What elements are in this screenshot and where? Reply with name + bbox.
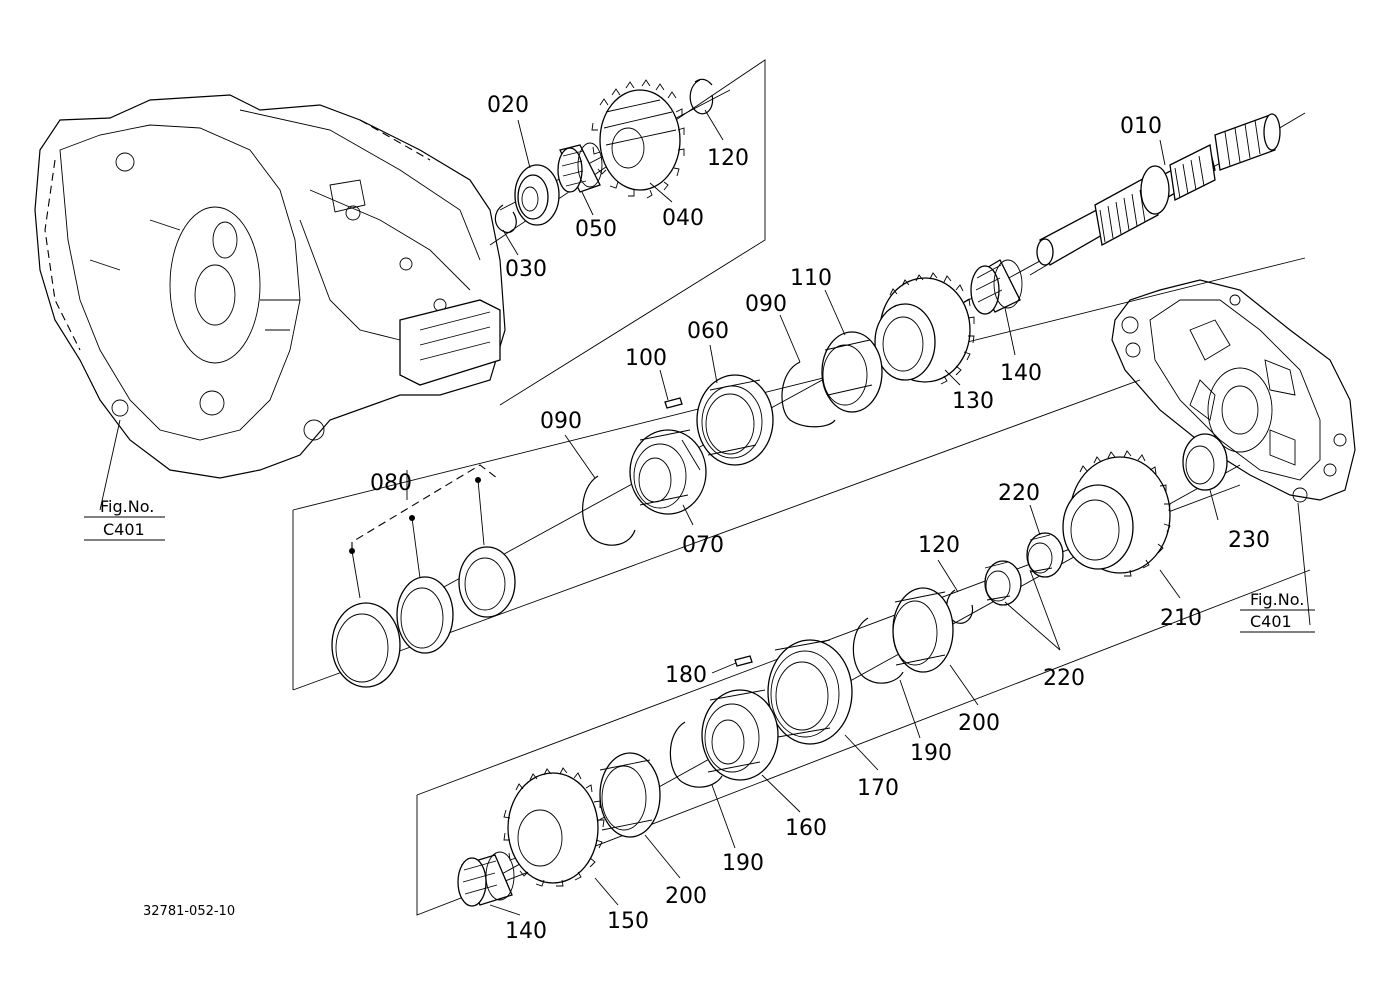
part-190-spring-lower <box>669 721 723 788</box>
part-030-circlip <box>494 204 517 234</box>
leader-lines <box>489 109 1219 916</box>
part-160-hub <box>701 689 779 781</box>
label-020: 020 <box>487 93 529 118</box>
part-100-key <box>664 397 683 409</box>
label-120-upper: 120 <box>707 146 749 171</box>
part-060-sleeve <box>696 374 774 466</box>
part-220-needle-bearing-b <box>984 560 1022 606</box>
label-220-upper: 220 <box>998 481 1040 506</box>
part-130-gear <box>874 272 975 385</box>
part-150-gear <box>503 767 605 887</box>
part-200-sync-ring-lower <box>599 752 661 838</box>
label-110: 110 <box>790 266 832 291</box>
label-130: 130 <box>952 389 994 414</box>
label-090-upper: 090 <box>745 292 787 317</box>
part-090-spring-lower <box>582 475 636 546</box>
label-060: 060 <box>687 319 729 344</box>
part-140-needle-bearing-lower <box>457 851 515 907</box>
label-120-lower: 120 <box>918 533 960 558</box>
label-160: 160 <box>785 816 827 841</box>
figure-ref-left: Fig.No. C401 <box>84 497 165 541</box>
label-140-upper: 140 <box>1000 361 1042 386</box>
label-030: 030 <box>505 257 547 282</box>
figure-ref-left-line1: Fig.No. <box>100 497 154 516</box>
part-110-sync-ring <box>821 331 883 413</box>
label-200-upper: 200 <box>958 711 1000 736</box>
label-230: 230 <box>1228 528 1270 553</box>
part-090-spring-upper <box>781 361 836 428</box>
drawing-code: 32781-052-10 <box>143 904 235 919</box>
part-080-sync-set <box>331 464 516 688</box>
label-040: 040 <box>662 206 704 231</box>
figure-ref-right-line2: C401 <box>1250 612 1292 631</box>
label-080: 080 <box>370 471 412 496</box>
label-010: 010 <box>1120 114 1162 139</box>
part-140-needle-bearing-upper <box>970 259 1023 315</box>
figure-ref-right: Fig.No. C401 <box>1240 590 1315 633</box>
part-labels: 010 020 030 040 050 060 070 080 090 090 … <box>370 93 1270 944</box>
part-120-circlip-lower <box>946 589 974 624</box>
part-180-key <box>734 655 753 667</box>
part-070-hub <box>629 429 707 515</box>
label-070: 070 <box>682 533 724 558</box>
figure-ref-right-line1: Fig.No. <box>1250 590 1304 609</box>
part-010-shaft <box>1036 113 1281 266</box>
label-050: 050 <box>575 217 617 242</box>
label-150: 150 <box>607 909 649 934</box>
label-210: 210 <box>1160 606 1202 631</box>
part-050-needle-bearing <box>557 142 603 193</box>
part-230-ball-bearing <box>1182 433 1228 491</box>
part-020-ball-bearing <box>514 164 560 226</box>
label-140-lower: 140 <box>505 919 547 944</box>
label-190-lower: 190 <box>722 851 764 876</box>
transmission-case <box>34 94 506 511</box>
label-220-lower: 220 <box>1043 666 1085 691</box>
label-100: 100 <box>625 346 667 371</box>
figure-ref-left-line2: C401 <box>103 520 145 539</box>
part-040-gear <box>591 79 685 199</box>
label-180: 180 <box>665 663 707 688</box>
part-120-circlip-upper <box>689 78 714 115</box>
label-190-upper: 190 <box>910 741 952 766</box>
part-200-sync-ring-upper <box>892 587 954 673</box>
part-190-spring-upper <box>852 617 904 684</box>
label-200-lower: 200 <box>665 884 707 909</box>
rear-cover <box>1111 279 1356 626</box>
label-170: 170 <box>857 776 899 801</box>
part-220-needle-bearing-a <box>1026 532 1064 578</box>
part-170-sleeve <box>767 639 853 745</box>
label-090-lower: 090 <box>540 409 582 434</box>
part-210-gear <box>1062 450 1171 577</box>
